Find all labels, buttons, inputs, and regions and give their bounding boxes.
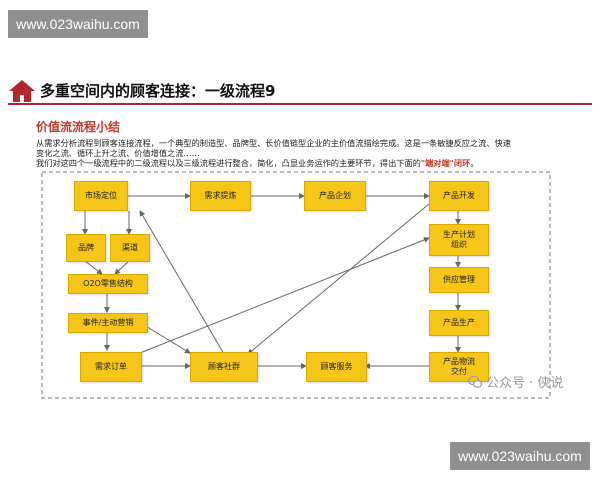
- node-demand-order: 需求订单: [80, 352, 142, 382]
- node-channel: 渠道: [110, 234, 150, 262]
- node-o2o-retail: O2O零售结构: [68, 274, 148, 294]
- page-title: 多重空间内的顾客连接：一级流程9: [40, 82, 276, 100]
- paragraph-line-1: 从需求分析流程到顾客连接流程，一个典型的制造型、品牌型、长价值链型企业的主价值流…: [36, 138, 511, 148]
- arrow-event-to-community: [143, 324, 191, 354]
- node-product-development: 产品开发: [429, 181, 489, 211]
- diagram-connectors: [41, 171, 551, 399]
- watermark-bottom: www.023waihu.com: [450, 442, 590, 470]
- paragraph-line-2: 变化之流、循环上升之流、价值增值之流……: [36, 148, 200, 158]
- house-icon: [9, 80, 35, 102]
- process-flow-diagram: 市场定位 需求提炼 产品企划 产品开发 品牌 渠道 O2O零售结构 事件/主动营…: [40, 170, 552, 400]
- wechat-icon: [468, 375, 482, 388]
- node-supply-management: 供应管理: [429, 267, 489, 293]
- node-production-plan-line-1: 生产计划: [443, 230, 475, 239]
- arrow-community-to-market: [139, 210, 225, 355]
- credit-text: 公众号 · 侠说: [486, 376, 564, 391]
- node-customer-community: 顾客社群: [190, 352, 258, 382]
- node-event-marketing: 事件/主动营销: [68, 313, 148, 333]
- watermark-top: www.023waihu.com: [8, 10, 148, 38]
- arrow-order-to-prodplan: [139, 237, 430, 354]
- arrow-brand-to-o2o: [84, 260, 103, 275]
- wechat-credit: 公众号 · 侠说: [468, 372, 563, 391]
- highlight-end-to-end: "端对端"闭环: [420, 158, 471, 168]
- node-production: 产品生产: [429, 310, 489, 336]
- arrow-channel-to-o2o: [114, 260, 130, 275]
- paragraph-line-3: 我们对这四个一级流程中的二级流程以及三级流程进行整合，简化，凸显业务运作的主要环…: [36, 158, 556, 168]
- diagram-frame: [41, 171, 551, 399]
- node-production-plan-line-2: 组织: [451, 240, 467, 249]
- section-title: 价值流流程小结: [36, 120, 121, 134]
- node-market-positioning: 市场定位: [74, 181, 128, 211]
- header-divider: [8, 103, 592, 105]
- arrow-dev-to-community: [247, 203, 430, 355]
- node-logistics-delivery: 产品物流 交付: [429, 352, 489, 382]
- node-customer-service: 顾客服务: [306, 352, 367, 382]
- node-logistics-line-1: 产品物流: [443, 357, 475, 366]
- node-logistics-line-2: 交付: [451, 367, 467, 376]
- node-production-plan-org: 生产计划 组织: [429, 224, 489, 256]
- node-brand: 品牌: [66, 234, 106, 262]
- node-product-planning: 产品企划: [304, 181, 366, 211]
- node-demand-refinement: 需求提炼: [190, 181, 251, 211]
- paragraph-line-3-text: 我们对这四个一级流程中的二级流程以及三级流程进行整合，简化，凸显业务运作的主要环…: [36, 158, 421, 168]
- paragraph-line-3-end: 。: [470, 158, 479, 168]
